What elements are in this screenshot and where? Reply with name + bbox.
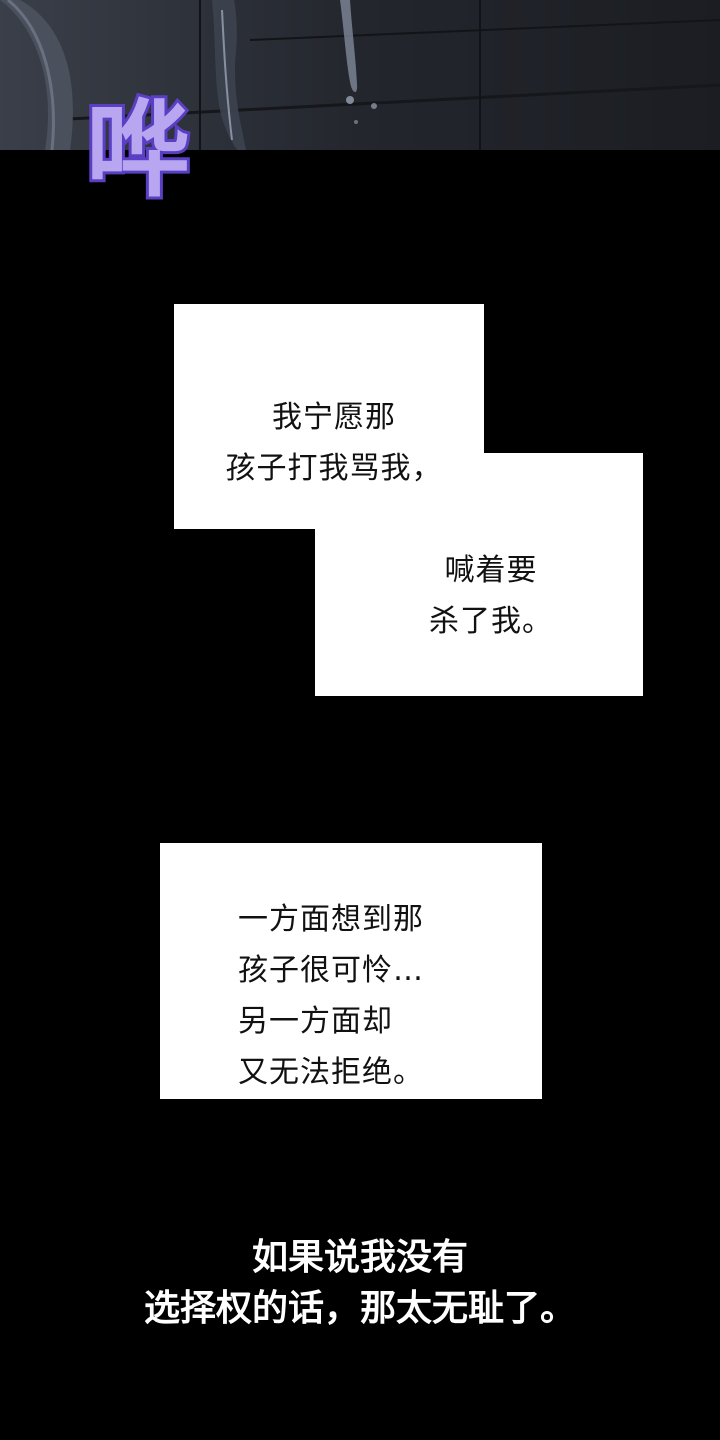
speech-1-line-2: 孩子打我骂我， <box>225 451 443 486</box>
narration-line-1: 如果说我没有 <box>251 1237 468 1278</box>
speech-2-line-1: 喊着要 <box>444 553 538 588</box>
speech-text-2: 喊着要 杀了我。 <box>416 545 566 647</box>
speech-3-line-3: 另一方面却 <box>238 1004 393 1039</box>
speech-2-line-2: 杀了我。 <box>429 604 553 639</box>
sfx-splash-icon: 哗 <box>83 86 193 212</box>
speech-3-line-4: 又无法拒绝。 <box>238 1055 424 1090</box>
speech-3-line-2: 孩子很可怜… <box>238 953 424 988</box>
scene-illustration <box>0 0 720 150</box>
narration-line-2: 选择权的话，那太无耻了。 <box>143 1288 576 1329</box>
speech-box-joint <box>315 453 484 529</box>
speech-3-line-1: 一方面想到那 <box>238 902 424 937</box>
speech-box-3 <box>160 843 542 1099</box>
speech-text-1: 我宁愿那 孩子打我骂我， <box>214 392 454 494</box>
scene-panel <box>0 0 720 150</box>
narration-caption: 如果说我没有 选择权的话，那太无耻了。 <box>0 1232 720 1334</box>
speech-1-line-1: 我宁愿那 <box>272 400 396 435</box>
sfx-text: 哗 <box>86 89 190 211</box>
speech-text-3: 一方面想到那 孩子很可怜… 另一方面却 又无法拒绝。 <box>238 894 498 1098</box>
